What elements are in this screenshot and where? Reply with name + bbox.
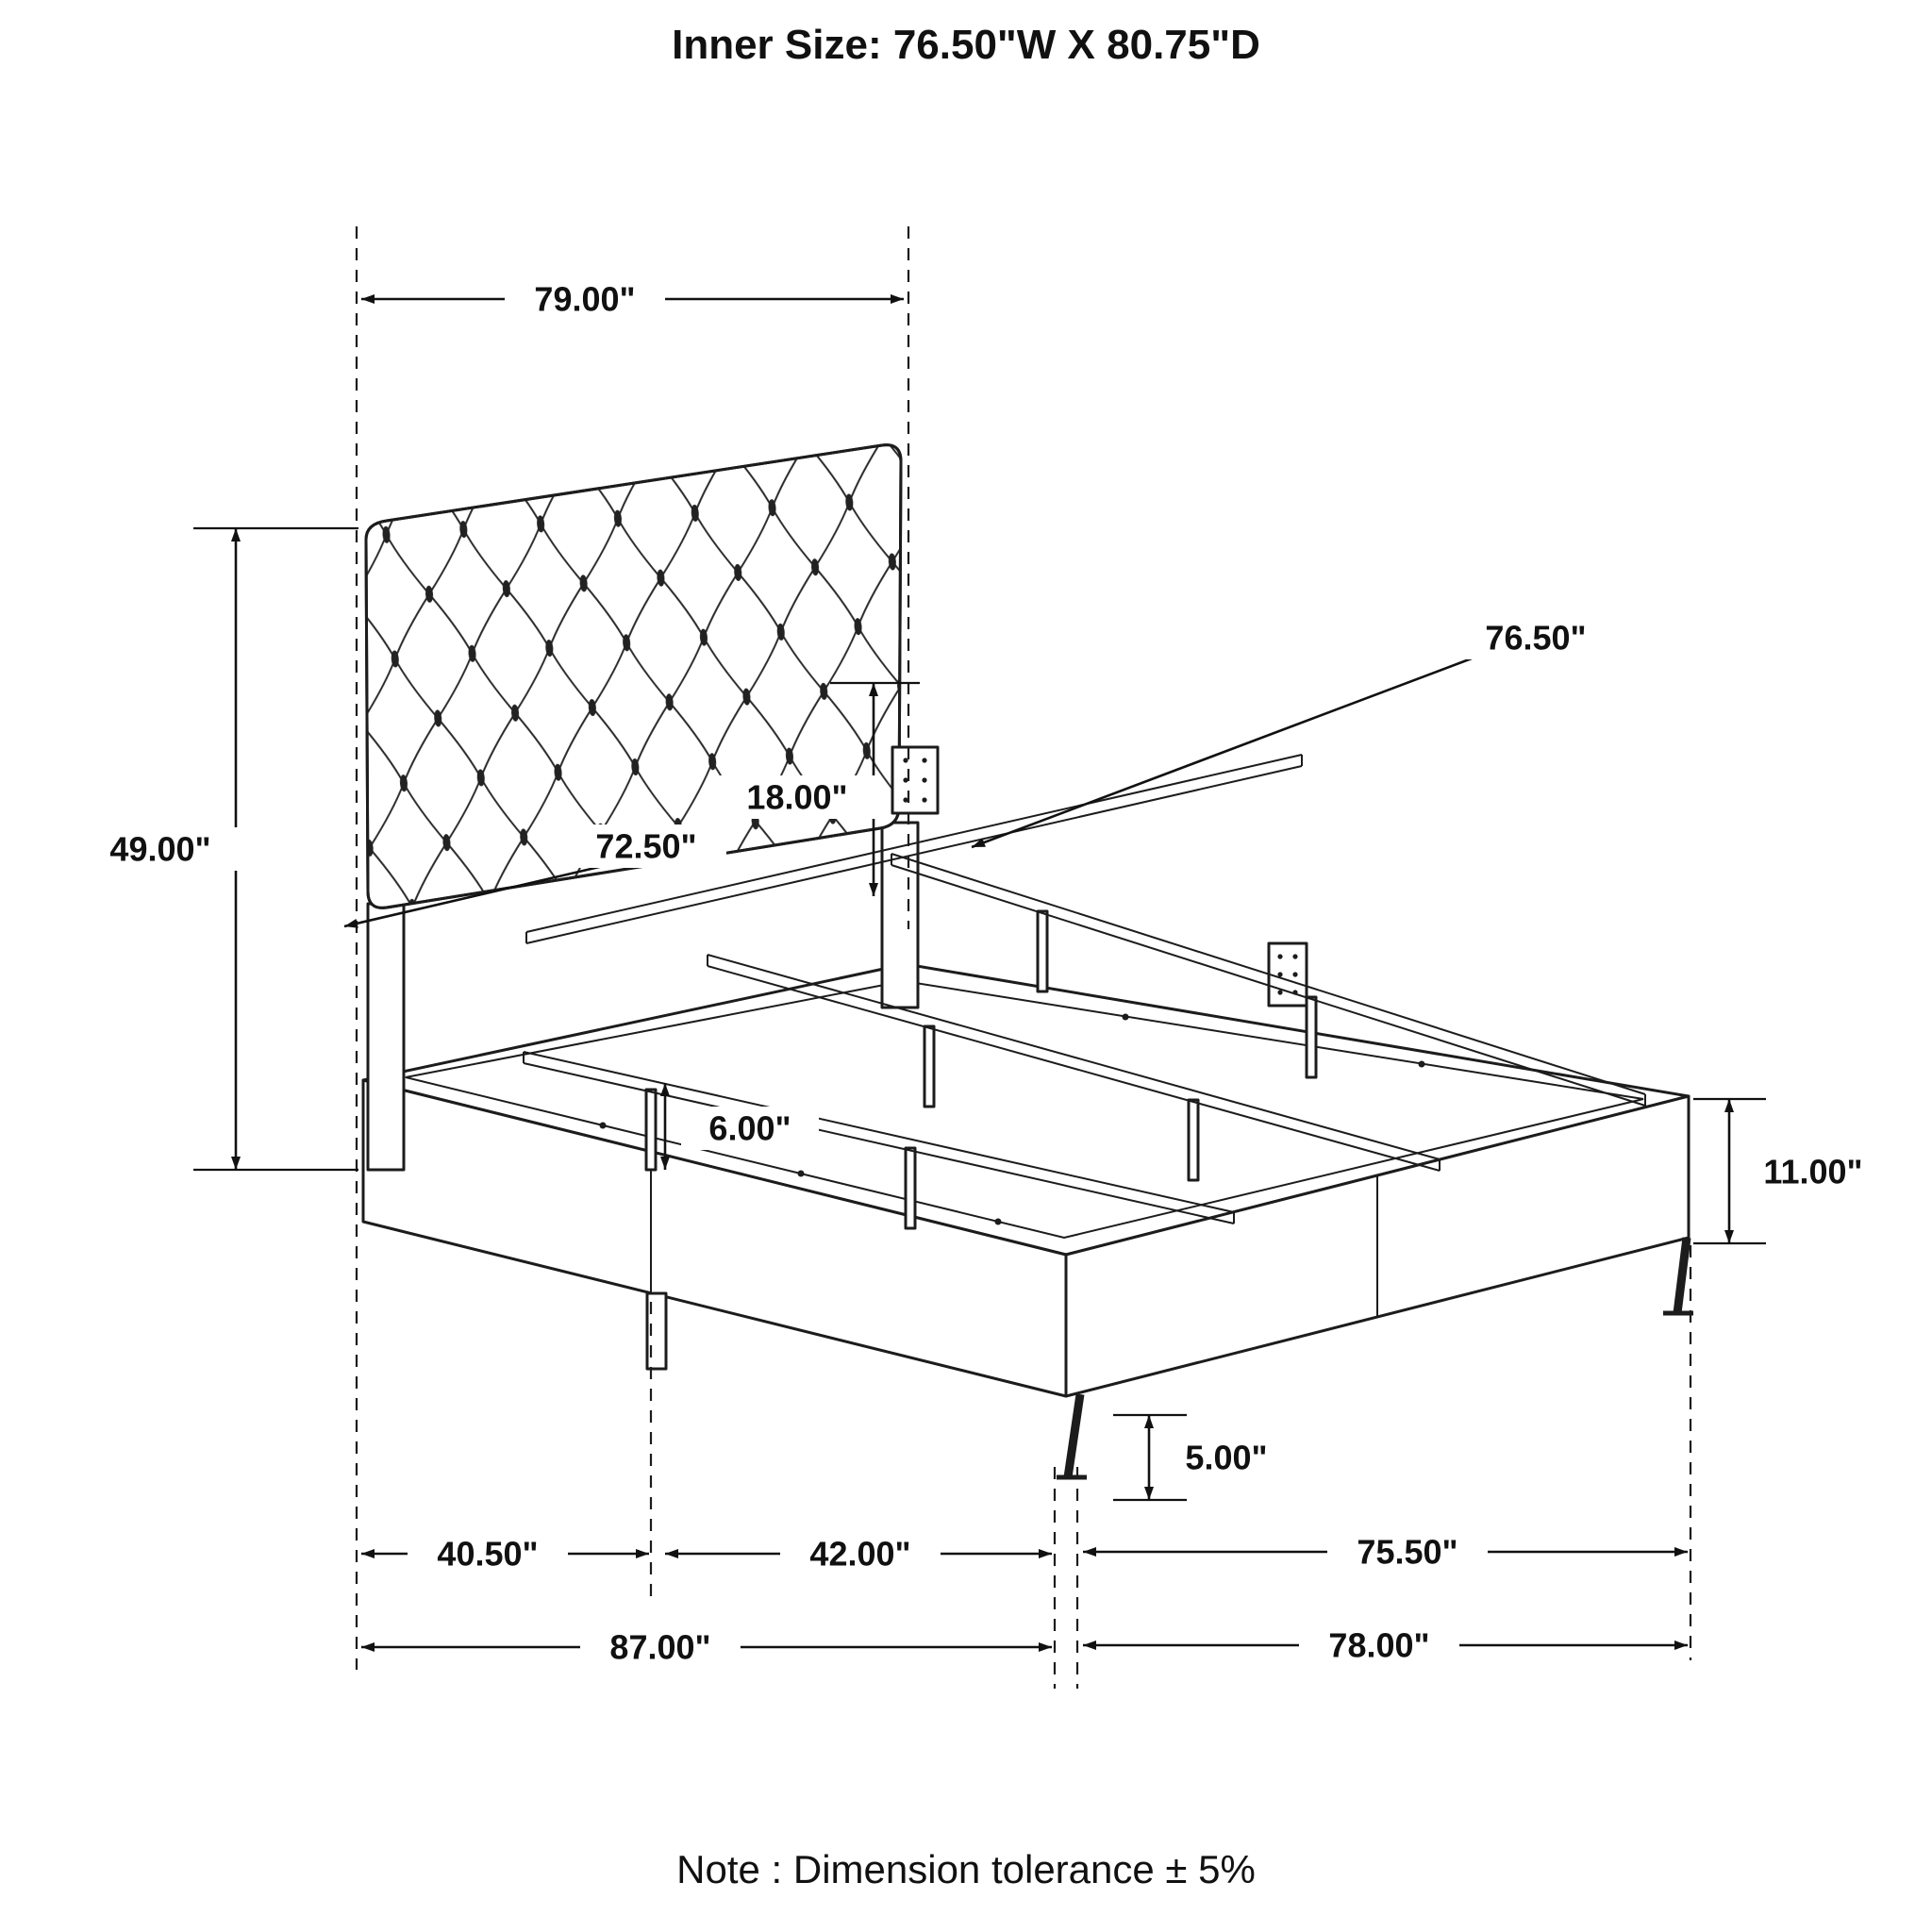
dimension-40-5: 40.50"	[361, 1532, 649, 1575]
dimension-76-5: 76.50"	[971, 616, 1616, 849]
dim-label-6: 6.00"	[708, 1109, 791, 1148]
headboard-panel-outline	[364, 443, 903, 909]
dimension-6: 6.00"	[660, 1083, 819, 1170]
headboard-left-post	[366, 902, 406, 1172]
dim-label-42: 42.00"	[809, 1535, 910, 1574]
dim-label-bg	[1299, 1624, 1459, 1667]
headboard-right-post	[880, 821, 920, 1009]
slat-rail	[523, 1051, 1235, 1224]
dim-label-75-5: 75.50"	[1357, 1533, 1457, 1572]
page-title: Inner Size: 76.50"W X 80.75"D	[672, 22, 1260, 68]
dimension-11: 11.00"	[1693, 1097, 1893, 1245]
dimension-87: 87.00"	[361, 1625, 1052, 1669]
dim-label-bg	[1456, 616, 1616, 659]
head-cross-rail	[525, 754, 1303, 944]
dim-label-bg	[408, 1532, 568, 1575]
dimension-49: 49.00"	[80, 526, 358, 1172]
extension-lines	[355, 226, 1692, 1689]
dim-label-bg	[717, 775, 877, 819]
slat-rail-leg	[923, 1024, 936, 1108]
slat-rail-leg	[1036, 909, 1049, 993]
dim-label-18: 18.00"	[746, 778, 847, 817]
support-rails	[523, 745, 1646, 1230]
dim-label-bg	[80, 827, 241, 871]
dimension-78: 78.00"	[1083, 1624, 1688, 1667]
screw-dot	[994, 1218, 1002, 1225]
dim-label-72-5: 72.50"	[595, 827, 696, 866]
dim-label-bg	[681, 1107, 819, 1150]
dim-label-78: 78.00"	[1328, 1626, 1429, 1665]
slat-rail-leg	[1305, 995, 1318, 1079]
slat-rail	[891, 853, 1646, 1107]
slat-rail-leg	[904, 1146, 917, 1230]
dim-label-49: 49.00"	[109, 830, 210, 869]
dim-label-5: 5.00"	[1185, 1439, 1267, 1477]
slat-rail-leg	[644, 1088, 658, 1172]
screw-dot	[1122, 1013, 1129, 1021]
dimensions: 79.00" 49.00" 18.00" 72.50" 76.50"	[80, 277, 1893, 1669]
foot-leg-right	[1663, 1237, 1693, 1316]
tolerance-note: Note : Dimension tolerance ± 5%	[676, 1847, 1256, 1891]
dim-label-bg	[1327, 1530, 1488, 1574]
slat-rail	[707, 954, 1441, 1172]
mounting-bracket	[891, 745, 940, 815]
foot-leg-front	[1057, 1393, 1087, 1480]
dimension-79: 79.00"	[361, 277, 904, 321]
slat-rail-leg	[1187, 1098, 1200, 1182]
screw-dot	[599, 1122, 607, 1129]
dim-label-79: 79.00"	[534, 280, 635, 319]
dim-label-bg	[1158, 1436, 1295, 1479]
dimension-42: 42.00"	[665, 1532, 1052, 1575]
dimension-5: 5.00"	[1113, 1413, 1295, 1502]
screw-dot	[1418, 1060, 1425, 1068]
dimension-18: 18.00"	[717, 681, 920, 896]
platform-inner-edge	[405, 979, 1644, 1240]
screw-dot	[797, 1170, 805, 1177]
dim-label-76-5: 76.50"	[1485, 619, 1586, 658]
dimension-72-5: 72.50"	[343, 824, 726, 928]
bed-frame	[361, 962, 1693, 1480]
dim-label-11: 11.00"	[1763, 1153, 1862, 1191]
dim-label-87: 87.00"	[609, 1628, 710, 1667]
dim-label-bg	[505, 277, 665, 321]
dim-label-bg	[580, 1625, 741, 1669]
dim-label-bg	[566, 824, 726, 868]
dim-label-bg	[780, 1532, 941, 1575]
dim-label-40-5: 40.50"	[437, 1535, 538, 1574]
leader-72-5	[343, 862, 612, 928]
leader-76-5	[971, 657, 1473, 849]
dim-label-bg	[1733, 1150, 1893, 1193]
dimension-75-5: 75.50"	[1083, 1530, 1688, 1574]
